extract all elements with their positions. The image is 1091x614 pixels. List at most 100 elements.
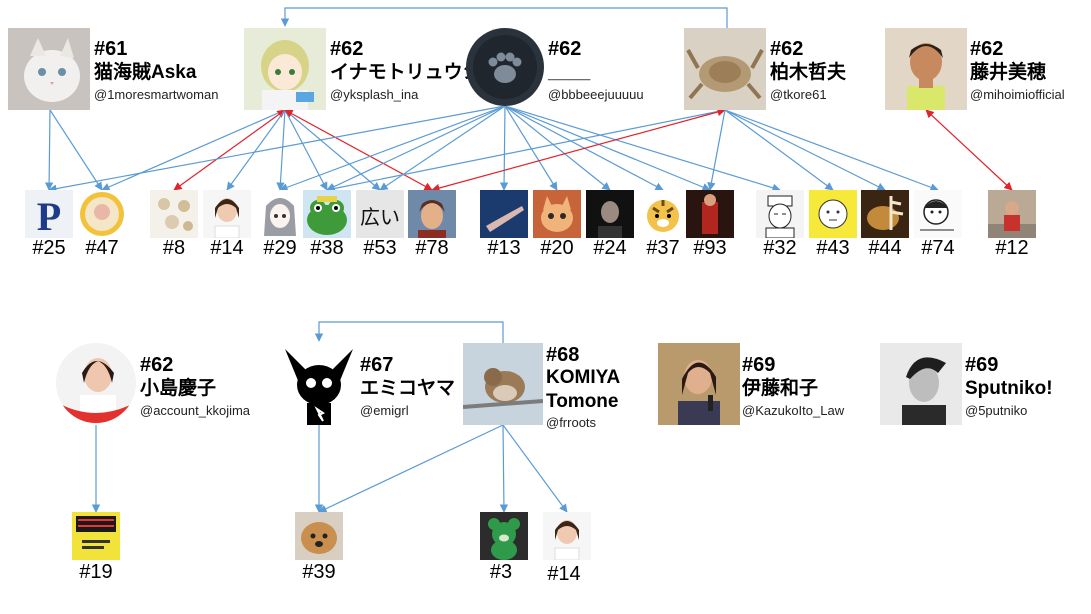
account-handle: @5putniko bbox=[965, 403, 1028, 418]
followed-thumb-3[interactable] bbox=[480, 512, 528, 560]
followed-rank-label: #47 bbox=[85, 237, 119, 259]
rank-label: #62 bbox=[770, 38, 804, 60]
followed-thumb-14b[interactable] bbox=[543, 512, 591, 560]
followed-thumb-47[interactable] bbox=[78, 190, 126, 238]
followed-rank-label: #32 bbox=[763, 237, 797, 259]
edge-aska-to-f47 bbox=[49, 109, 103, 191]
red-figure-icon bbox=[686, 190, 734, 238]
followed-thumb-78[interactable] bbox=[408, 190, 456, 238]
followed-rank-label: #24 bbox=[593, 237, 627, 259]
followed-thumb-32[interactable] bbox=[756, 190, 804, 238]
followed-rank-label: #12 bbox=[995, 237, 1029, 259]
account-name-line-2: Tomone bbox=[546, 391, 619, 412]
edge-tkore-to-ina bbox=[280, 7, 728, 28]
account-handle: @tkore61 bbox=[770, 87, 827, 102]
edge-frroots-to-b14 bbox=[502, 424, 568, 513]
account-name-line-1: KOMIYA bbox=[546, 367, 621, 388]
account-handle: @yksplash_ina bbox=[330, 87, 419, 102]
account-handle: @mihoimiofficial bbox=[970, 87, 1065, 102]
edge-aska-to-f25 bbox=[44, 109, 54, 191]
followed-thumb-38[interactable] bbox=[303, 190, 351, 238]
dark-portrait-icon bbox=[586, 190, 634, 238]
edge-ina-to-f14 bbox=[226, 109, 286, 191]
followed-thumb-24[interactable] bbox=[586, 190, 634, 238]
followed-thumb-25[interactable]: P bbox=[25, 190, 73, 238]
followed-thumb-8[interactable] bbox=[150, 190, 198, 238]
followed-rank-label: #78 bbox=[415, 237, 449, 259]
followed-rank-label: #19 bbox=[79, 561, 113, 583]
followed-thumb-39[interactable] bbox=[295, 512, 343, 560]
rank-label: #62 bbox=[140, 354, 174, 376]
edge-ina-to-f29 bbox=[276, 109, 286, 191]
p-logo-icon: P bbox=[25, 190, 73, 238]
account-name: 猫海賊Aska bbox=[94, 62, 197, 83]
followed-thumb-14[interactable] bbox=[203, 190, 251, 238]
paw-print-avatar-icon bbox=[466, 28, 544, 106]
hand-photo-icon bbox=[480, 190, 528, 238]
followed-thumb-93[interactable] bbox=[686, 190, 734, 238]
followed-thumb-13[interactable] bbox=[480, 190, 528, 238]
followed-rank-label: #93 bbox=[693, 237, 727, 259]
followed-rank-label: #29 bbox=[263, 237, 297, 259]
account-handle: @emigrl bbox=[360, 403, 409, 418]
manga-sketch-icon bbox=[914, 190, 962, 238]
followed-thumb-20[interactable] bbox=[533, 190, 581, 238]
edge-tkore-to-f74 bbox=[724, 109, 939, 192]
followed-rank-label: #14 bbox=[210, 237, 244, 259]
flowers-icon bbox=[150, 190, 198, 238]
woman-portrait-icon bbox=[203, 190, 251, 238]
rank-label: #69 bbox=[742, 354, 776, 376]
edge-frroots-to-emigrl bbox=[314, 321, 504, 343]
followed-rank-label: #20 bbox=[540, 237, 574, 259]
green-bear-icon bbox=[480, 512, 528, 560]
kitten-photo-icon bbox=[533, 190, 581, 238]
account-name: 伊藤和子 bbox=[742, 378, 819, 399]
bw-portrait-avatar-icon bbox=[880, 343, 962, 425]
followed-thumb-74[interactable] bbox=[914, 190, 962, 238]
followed-thumb-44[interactable] bbox=[861, 190, 909, 238]
cow-brush-icon bbox=[861, 190, 909, 238]
gold-coin-icon bbox=[78, 190, 126, 238]
edge-bbbe-to-f32 bbox=[504, 105, 781, 192]
book-cover-icon bbox=[72, 512, 120, 560]
followed-rank-label: #25 bbox=[32, 237, 66, 259]
account-name: 柏木哲夫 bbox=[770, 62, 847, 83]
edge-mihoimio-to-f12 bbox=[925, 109, 1013, 191]
followed-rank-label: #43 bbox=[816, 237, 850, 259]
followed-thumb-37[interactable] bbox=[639, 190, 687, 238]
rank-label: #68 bbox=[546, 344, 580, 366]
followed-thumb-43[interactable] bbox=[809, 190, 857, 238]
followed-rank-label: #8 bbox=[162, 237, 186, 259]
edge-tkore-to-f93 bbox=[707, 109, 726, 191]
anime-grey-hair-icon bbox=[256, 190, 304, 238]
followed-rank-label: #14 bbox=[547, 563, 581, 585]
edge-frroots-to-b3 bbox=[499, 424, 509, 513]
edge-ina-to-f8 bbox=[173, 109, 286, 191]
woman-portrait-icon bbox=[543, 512, 591, 560]
followed-rank-label: #38 bbox=[310, 237, 344, 259]
sparrow-avatar-icon bbox=[463, 343, 543, 425]
woman-avatar-icon bbox=[885, 28, 967, 110]
account-handle: @frroots bbox=[546, 415, 597, 430]
followed-thumb-12[interactable] bbox=[988, 190, 1036, 238]
rank-label: #62 bbox=[330, 38, 364, 60]
account-name: エミコヤマ bbox=[360, 378, 456, 399]
followed-thumb-53[interactable]: 広い bbox=[356, 190, 404, 238]
speaker-avatar-icon bbox=[658, 343, 740, 425]
crab-avatar-icon bbox=[684, 28, 766, 110]
frog-character-icon bbox=[303, 190, 351, 238]
rank-label: #61 bbox=[94, 38, 128, 60]
manga-man-icon bbox=[756, 190, 804, 238]
anime-girl-avatar-icon bbox=[244, 28, 326, 110]
followed-rank-label: #44 bbox=[868, 237, 902, 259]
woman-circle-avatar-icon bbox=[56, 343, 136, 423]
followed-thumb-29[interactable] bbox=[256, 190, 304, 238]
account-name: 藤井美穂 bbox=[970, 62, 1047, 83]
followed-thumb-19[interactable] bbox=[72, 512, 120, 560]
edge-tkore-to-f78 bbox=[431, 107, 726, 193]
rank-label: #62 bbox=[548, 38, 582, 60]
dog-photo-icon bbox=[295, 512, 343, 560]
account-name: 小島慶子 bbox=[140, 378, 217, 399]
